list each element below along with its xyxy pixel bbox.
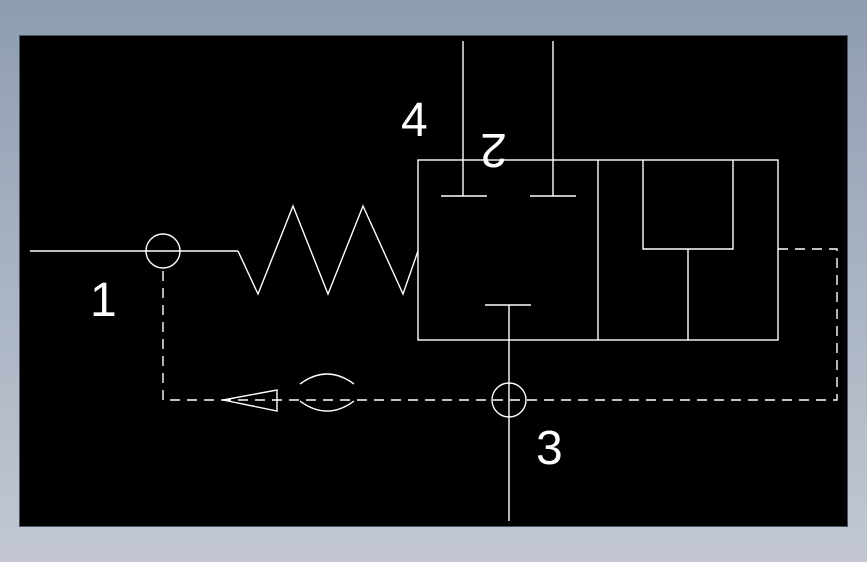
port-label-4: 4 <box>401 94 428 147</box>
restrictor-top <box>299 373 355 385</box>
pilot-line <box>162 248 838 401</box>
cad-viewport[interactable]: 1 4 2 3 <box>20 36 847 526</box>
flow-arrow <box>222 389 278 412</box>
valve-schematic: 1 4 2 3 <box>30 41 838 521</box>
port-label-3: 3 <box>536 422 563 475</box>
junction-circle-left <box>145 233 181 269</box>
port-label-2: 2 <box>480 123 507 176</box>
port-label-1: 1 <box>90 274 117 327</box>
restrictor-bottom <box>299 400 355 412</box>
flow-path-loop <box>642 160 734 250</box>
junction-circle-bottom <box>491 382 527 418</box>
spring-symbol <box>237 204 419 296</box>
